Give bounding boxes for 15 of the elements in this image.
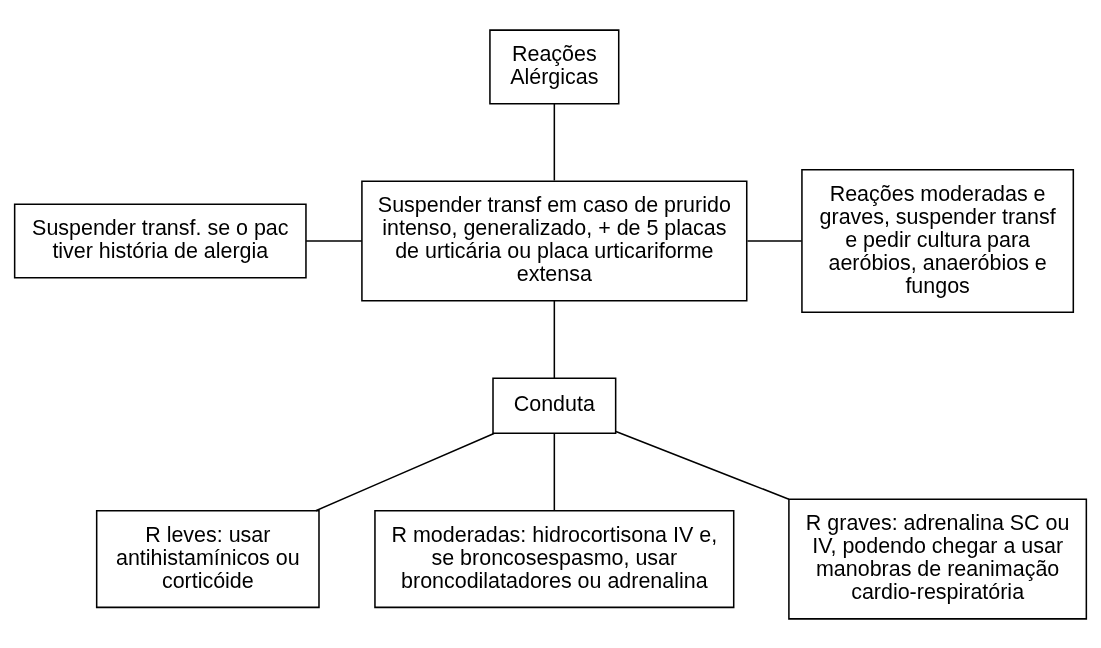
- connector: [553, 299, 556, 379]
- node-box: Reações Alérgicas: [489, 28, 620, 104]
- node-box: Reações moderadas e graves, suspender transf e pedir cultura para aeróbios, anaeróbios e fungos: [801, 168, 1075, 313]
- node-box: R moderadas: hidrocortisona IV e, se broncosespasmo, usar broncodilatadores ou adrenalina: [374, 509, 735, 608]
- node-box: Suspender transf. se o pac tiver história de alergia: [13, 202, 307, 278]
- node-box: R leves: usar antihistamínicos ou corticóide: [95, 509, 320, 608]
- connector: [615, 430, 790, 500]
- node-box: Suspender transf em caso de prurido intenso, generalizado, + de 5 placas de urticária ou placa urticariforme extensa: [361, 179, 748, 301]
- connector: [315, 432, 495, 511]
- node-box: Conduta: [492, 376, 617, 434]
- connector: [553, 432, 556, 511]
- node-box: R graves: adrenalina SC ou IV, podendo chegar a usar manobras de reanimação cardio-respiratória: [788, 498, 1088, 620]
- connector: [746, 239, 803, 242]
- connector: [305, 239, 363, 242]
- connector: [553, 102, 556, 181]
